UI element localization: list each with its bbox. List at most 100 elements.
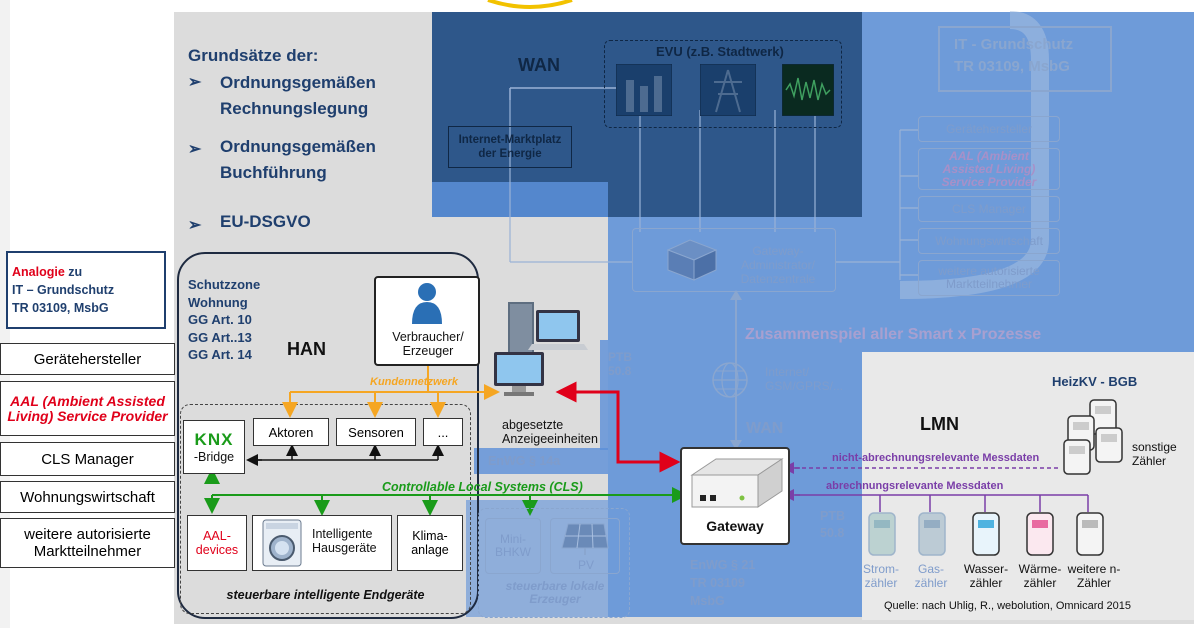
schutzzone-line-3: GG Art. 10 xyxy=(188,312,252,327)
left-bar xyxy=(0,0,10,628)
knx-bridge-label: -Bridge xyxy=(193,450,235,464)
nicht-abrechnung-label: nicht-abrechnungsrelevante Messdaten xyxy=(832,452,1040,464)
zusammenspiel-label: Zusammenspiel aller Smart x Prozesse xyxy=(745,326,1042,343)
principle-item-2: Ordnungsgemäßen Buchführung xyxy=(220,137,376,182)
globe-icon xyxy=(712,362,748,398)
meter-label-wasser: Wasser- zähler xyxy=(963,562,1009,590)
knx-logo: KNX xyxy=(194,430,234,449)
pv-box xyxy=(550,518,620,574)
han-label: HAN xyxy=(287,339,326,359)
marktplatz-box: Internet-Marktplatz der Energie xyxy=(448,126,572,168)
source-label: Quelle: nach Uhlig, R., webolution, Omni… xyxy=(884,600,1132,612)
schutzzone-text: Schutzzone Wohnung GG Art. 10 GG Art..13… xyxy=(188,276,260,364)
ptb-bottom-line-1: PTB xyxy=(820,509,845,523)
blue-overlay-ptb xyxy=(600,340,608,450)
principles-title: Grundsätze der: xyxy=(188,46,319,65)
knx-bridge-box: KNX -Bridge xyxy=(183,420,245,474)
washing-machine-icon xyxy=(262,519,302,567)
blue-overlay-enwg xyxy=(474,448,608,474)
aktoren-box: Aktoren xyxy=(253,418,329,446)
meter-label-waerme: Wärme- zähler xyxy=(1018,562,1062,590)
lmn-light-panel xyxy=(862,352,1194,620)
consumer-label: Verbraucher/ Erzeuger xyxy=(392,330,464,358)
waerme-meter-icon xyxy=(1026,512,1054,556)
kundennetzwerk-label: Kundennetzwerk xyxy=(370,376,459,388)
gas-meter-icon xyxy=(918,512,946,556)
enwg-21-line-2: TR 03109 xyxy=(690,576,745,590)
wasser-meter-icon xyxy=(972,512,1000,556)
admin-box xyxy=(632,228,836,292)
power-line-icon xyxy=(700,64,756,116)
strom-meter-icon xyxy=(868,512,896,556)
more-devices-box: ... xyxy=(423,418,463,446)
enwg-21-block: EnWG § 21 TR 03109 MsbG xyxy=(690,556,755,610)
it-grundschutz-line-2: TR 03109, MsbG xyxy=(954,58,1070,75)
meter-label-gas: Gas- zähler xyxy=(914,562,948,590)
computer-icon xyxy=(494,302,588,396)
waveform-icon xyxy=(782,64,834,116)
wan-top-label: WAN xyxy=(518,55,560,75)
schutzzone-border xyxy=(177,252,479,619)
local-generators-region xyxy=(478,508,630,618)
ptb-bottom: PTB 50.8 xyxy=(820,508,845,542)
left-list-cls-manager: CLS Manager xyxy=(0,442,175,476)
pv-label: PV xyxy=(578,558,595,572)
it-grundschutz-box: IT - Grundschutz TR 03109, MsbG xyxy=(938,26,1112,92)
left-list-wohnungswirtschaft: Wohnungswirtschaft xyxy=(0,481,175,513)
internet-label: Internet/ GSM/GPRS/... xyxy=(765,365,844,393)
analogy-line2: IT – Grundschutz xyxy=(12,283,115,297)
meter-label-weitere: weitere n-Zähler xyxy=(1067,562,1121,590)
enwg-21-line-1: EnWG § 21 xyxy=(690,558,756,572)
aal-devices-box: AAL- devices xyxy=(187,515,247,571)
sensoren-box: Sensoren xyxy=(336,418,416,446)
abrechnung-label: abrechnungsrelevante Messdaten xyxy=(826,480,1004,492)
principle-item-1: Ordnungsgemäßen Rechnungslegung xyxy=(220,73,376,118)
analogy-line3: TR 03109, MsbG xyxy=(12,301,109,315)
analogy-box: Analogie zu IT – Grundschutz TR 03109, M… xyxy=(6,251,166,329)
endgeraete-footer: steuerbare intelligente Endgeräte xyxy=(226,588,425,602)
server-icon xyxy=(666,239,718,281)
schutzzone-line-4: GG Art..13 xyxy=(188,329,252,345)
hausgeraete-label: Intelligente Hausgeräte xyxy=(312,527,377,555)
analogy-zu: zu xyxy=(64,265,83,279)
schutzzone-line-2: Wohnung xyxy=(188,294,248,310)
gateway-device-icon xyxy=(690,458,784,508)
ptb-top: PTB 50.8 xyxy=(608,350,632,378)
wan-middle-label: WAN xyxy=(746,420,784,437)
principle-item-3: EU-DSGVO xyxy=(220,212,311,231)
right-list-aal: AAL (Ambient Assisted Living) Service Pr… xyxy=(918,148,1060,190)
evu-dashed-box xyxy=(604,40,842,128)
devices-dashed-region xyxy=(180,404,471,614)
ptb-bottom-line-2: 50.8 xyxy=(820,526,845,540)
right-list-wohnungswirtschaft: Wohnungswirtschaft xyxy=(918,228,1060,254)
schutzzone-line-5: GG Art. 14 xyxy=(188,347,252,362)
schutzzone-line-1: Schutzzone xyxy=(188,277,261,292)
solar-panel-icon xyxy=(561,523,609,555)
cls-label: Controllable Local Systems (CLS) xyxy=(382,480,583,494)
admin-label: Gateway-Administrator/ Datenzentrale xyxy=(740,244,816,286)
evu-label: EVU (z.B. Stadtwerk) xyxy=(656,44,784,59)
principle-arrow-1: ➢ xyxy=(188,74,202,91)
heat-cost-meters-icon xyxy=(1063,399,1123,475)
right-list-geraetehersteller: Gerätehersteller xyxy=(918,116,1060,142)
heizkv-label: HeizKV - BGB xyxy=(1052,374,1138,389)
local-generators-footer: steuerbare lokale Erzeuger xyxy=(505,579,605,606)
lmn-label: LMN xyxy=(920,414,959,434)
it-grundschutz-line-1: IT - Grundschutz xyxy=(954,36,1074,53)
left-list-weitere: weitere autorisierte Marktteilnehmer xyxy=(0,518,175,568)
analogy-highlight: Analogie xyxy=(12,265,65,279)
right-list-cls-manager: CLS Manager xyxy=(918,196,1060,222)
bhkw-box: Mini- BHKW xyxy=(485,518,541,574)
person-icon xyxy=(412,283,442,324)
power-plant-icon xyxy=(616,64,672,116)
blue-overlay-top-mid xyxy=(432,182,608,217)
left-list-aal: AAL (Ambient Assisted Living) Service Pr… xyxy=(0,381,175,436)
right-list-weitere: weitere autorisierte Marktteilnehmer xyxy=(918,260,1060,296)
enwg-21-line-3: MsbG xyxy=(690,594,725,608)
yellow-arc-decoration xyxy=(487,0,573,9)
weitere-meter-icon xyxy=(1076,512,1104,556)
display-label: abgesetzte Anzeigeeinheiten xyxy=(502,418,598,446)
klimaanlage-box: Klima- anlage xyxy=(397,515,463,571)
principle-arrow-2: ➢ xyxy=(188,141,202,158)
enwg-14a: EnWG § 14a xyxy=(488,454,561,468)
